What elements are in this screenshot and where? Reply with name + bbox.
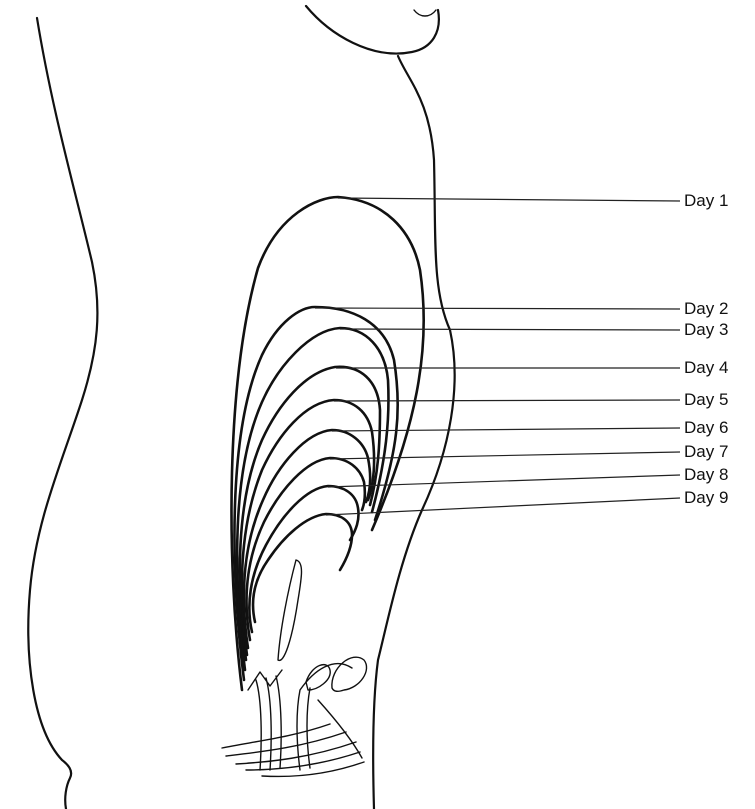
label-day-7: Day 7: [684, 442, 728, 462]
leader-line-day-3: [340, 329, 680, 330]
label-day-3: Day 3: [684, 320, 728, 340]
leader-line-day-6: [332, 428, 680, 431]
bladder-shape: [332, 657, 367, 691]
leader-line-day-1: [338, 198, 680, 201]
label-day-2: Day 2: [684, 299, 728, 319]
contour-day-9: [253, 514, 352, 622]
label-day-6: Day 6: [684, 418, 728, 438]
pelvic-detail-left: [248, 670, 282, 770]
nipple-mark: [414, 10, 436, 16]
inner-tube-shape: [278, 560, 302, 660]
lower-hip-line: [318, 700, 362, 758]
leader-line-day-2: [315, 308, 680, 309]
pelvic-detail-right: [297, 664, 352, 770]
label-day-4: Day 4: [684, 358, 728, 378]
leader-line-day-7: [330, 452, 680, 459]
back-outline: [28, 18, 97, 809]
label-day-9: Day 9: [684, 488, 728, 508]
breast-outline: [306, 6, 439, 54]
contour-day-8: [249, 486, 358, 632]
leader-line-day-5: [334, 400, 680, 401]
lower-fold-lines: [222, 724, 364, 776]
label-day-8: Day 8: [684, 465, 728, 485]
label-day-5: Day 5: [684, 390, 728, 410]
label-day-1: Day 1: [684, 191, 728, 211]
